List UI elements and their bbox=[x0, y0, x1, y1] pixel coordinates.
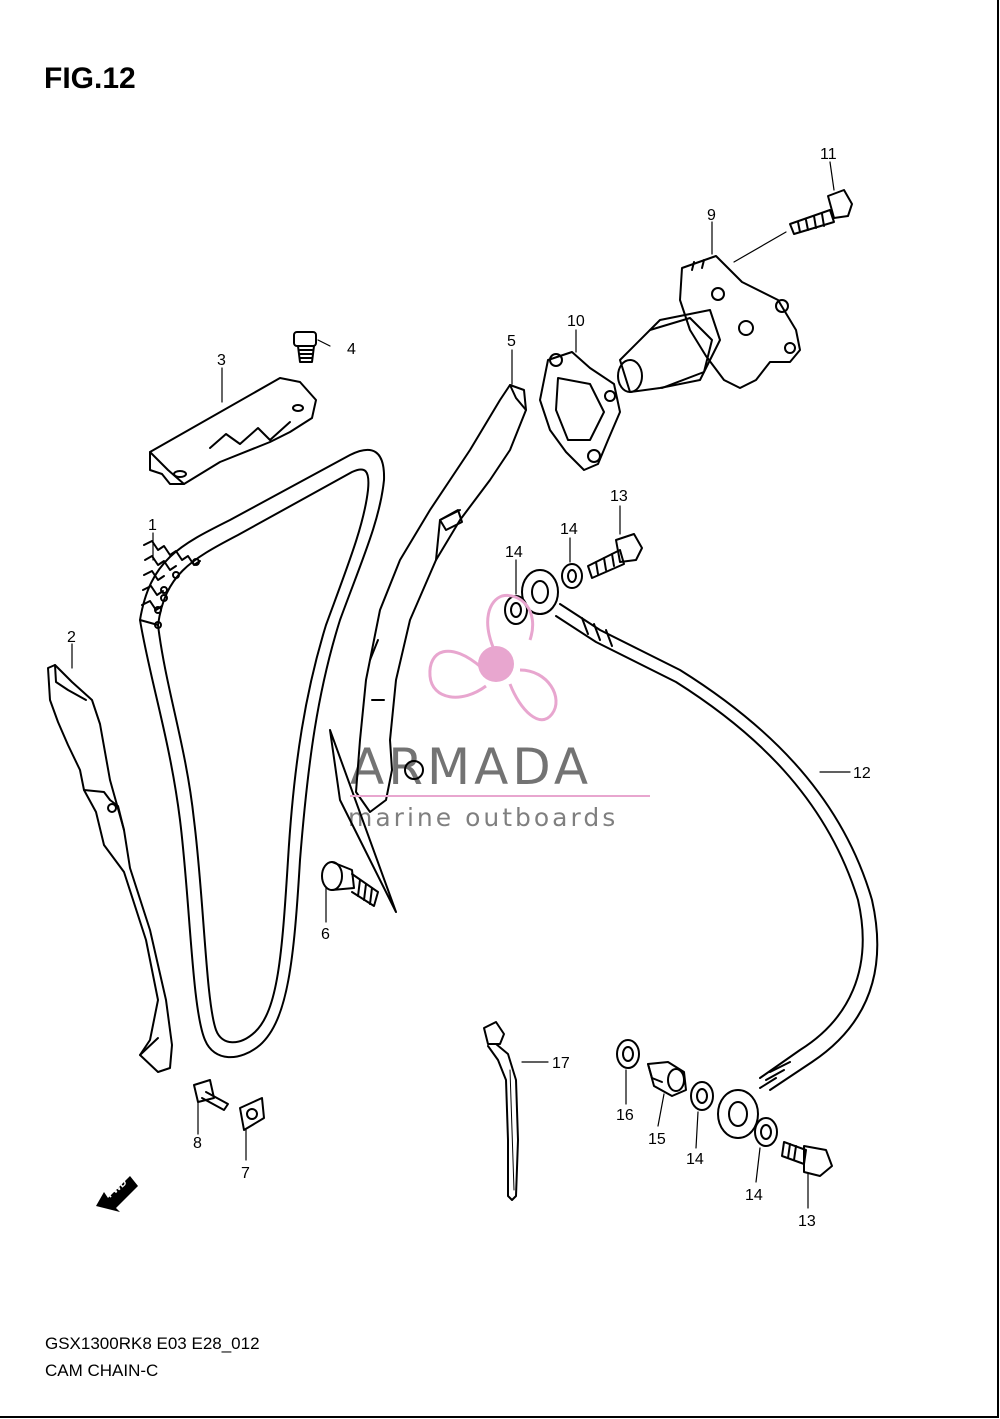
chain-tensioner-guide[interactable] bbox=[355, 384, 527, 813]
union-bolt[interactable] bbox=[647, 1061, 687, 1097]
guide-washer[interactable] bbox=[239, 1097, 265, 1131]
callout-13-upper: 13 bbox=[610, 488, 628, 505]
callout-12: 12 bbox=[853, 765, 871, 782]
pivot-bolt[interactable] bbox=[321, 729, 397, 913]
chain-guide-rear[interactable] bbox=[47, 664, 173, 1073]
callout-7: 7 bbox=[241, 1165, 250, 1182]
guide-screw[interactable] bbox=[193, 1079, 229, 1111]
callout-14-d: 14 bbox=[745, 1187, 763, 1204]
model-code: GSX1300RK8 E03 E28_012 bbox=[45, 1334, 260, 1353]
callout-14-b: 14 bbox=[560, 521, 578, 538]
callout-2: 2 bbox=[67, 629, 76, 646]
callout-10: 10 bbox=[567, 313, 585, 330]
watermark-tagline: marine outboards bbox=[348, 803, 618, 832]
chain-guide-upper[interactable] bbox=[149, 377, 317, 485]
callout-13-lower: 13 bbox=[798, 1213, 816, 1230]
callout-6: 6 bbox=[321, 926, 330, 943]
callout-11: 11 bbox=[820, 146, 837, 163]
figure-title: FIG.12 bbox=[44, 62, 136, 95]
callout-14-c: 14 bbox=[686, 1151, 704, 1168]
banjo-bolt-upper[interactable] bbox=[587, 533, 643, 579]
sealing-washer[interactable] bbox=[616, 1039, 640, 1069]
leader-lines bbox=[71, 161, 851, 1209]
forward-arrow-icon: FWD bbox=[96, 1176, 138, 1212]
callout-17: 17 bbox=[552, 1055, 570, 1072]
callout-3: 3 bbox=[217, 352, 226, 369]
bolt-guide[interactable] bbox=[293, 331, 317, 363]
washer-lower-left[interactable] bbox=[690, 1081, 714, 1111]
callout-labels: 1 2 3 4 5 6 7 8 9 10 11 12 13 13 14 14 1… bbox=[67, 146, 871, 1230]
oil-hose[interactable] bbox=[521, 569, 879, 1139]
watermark-logo bbox=[428, 593, 558, 722]
washer-upper-right[interactable] bbox=[561, 563, 583, 589]
watermark-brand: ARMADA bbox=[350, 738, 592, 796]
tensioner-bolt[interactable] bbox=[789, 189, 853, 235]
tensioner-gasket[interactable] bbox=[539, 351, 621, 471]
callout-4: 4 bbox=[347, 341, 356, 358]
cam-chain[interactable] bbox=[139, 448, 386, 1059]
callout-8: 8 bbox=[193, 1135, 202, 1152]
section-name: CAM CHAIN-C bbox=[45, 1361, 159, 1380]
callout-15: 15 bbox=[648, 1131, 666, 1148]
callout-9: 9 bbox=[707, 207, 716, 224]
washer-lower-right[interactable] bbox=[754, 1117, 778, 1147]
chain-tensioner[interactable] bbox=[617, 255, 801, 393]
callout-16: 16 bbox=[616, 1107, 634, 1124]
hose-clamp-strap[interactable] bbox=[483, 1021, 519, 1201]
callout-14-a: 14 bbox=[505, 544, 523, 561]
callout-1: 1 bbox=[148, 517, 157, 534]
banjo-bolt-lower[interactable] bbox=[781, 1141, 833, 1177]
callout-5: 5 bbox=[507, 333, 516, 350]
